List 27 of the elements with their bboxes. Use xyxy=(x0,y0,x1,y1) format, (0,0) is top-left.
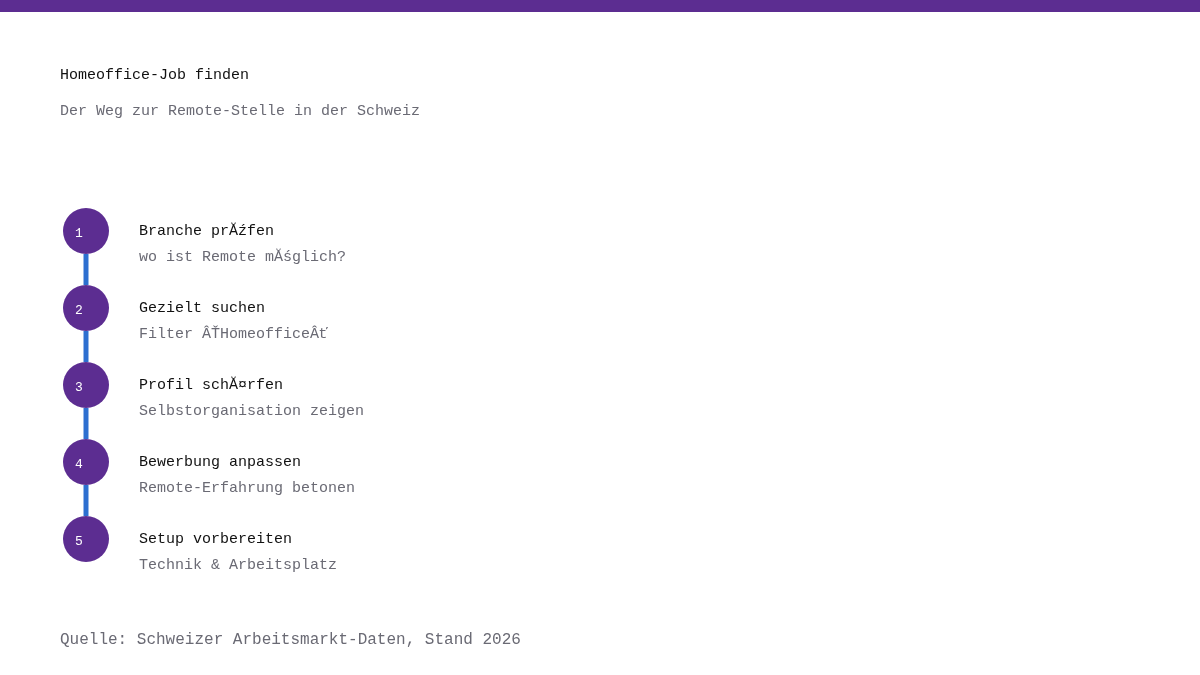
step-circle xyxy=(63,516,109,562)
step-description: wo ist Remote mĂśglich? xyxy=(139,248,347,268)
connector-line xyxy=(83,331,89,362)
step-description: Technik & Arbeitsplatz xyxy=(139,556,338,576)
step-number: 1 xyxy=(75,226,83,242)
step-number: 4 xyxy=(75,457,83,473)
step-title: Branche prĂźfen xyxy=(139,222,275,242)
step-title: Setup vorbereiten xyxy=(139,530,293,550)
connector-line xyxy=(83,408,89,439)
source-note: Quelle: Schweizer Arbeitsmarkt-Daten, Stand 2026 xyxy=(60,630,521,650)
subtitle: Der Weg zur Remote-Stelle in der Schweiz xyxy=(60,102,421,122)
step-circle xyxy=(63,285,109,331)
step-number: 2 xyxy=(75,303,83,319)
step-circle xyxy=(63,362,109,408)
step-circle xyxy=(63,208,109,254)
step-title: Bewerbung anpassen xyxy=(139,453,302,473)
step-number: 3 xyxy=(75,380,83,396)
connector-line xyxy=(83,485,89,516)
step-description: Filter ÂŤHomeofficeÂť xyxy=(139,325,329,345)
title: Homeoffice-Job finden xyxy=(60,66,250,86)
step-title: Profil schĂ¤rfen xyxy=(139,376,284,396)
step-circle xyxy=(63,439,109,485)
step-description: Remote-Erfahrung betonen xyxy=(139,479,356,499)
step-number: 5 xyxy=(75,534,83,550)
connector-line xyxy=(83,254,89,285)
step-description: Selbstorganisation zeigen xyxy=(139,402,365,422)
step-title: Gezielt suchen xyxy=(139,299,266,319)
